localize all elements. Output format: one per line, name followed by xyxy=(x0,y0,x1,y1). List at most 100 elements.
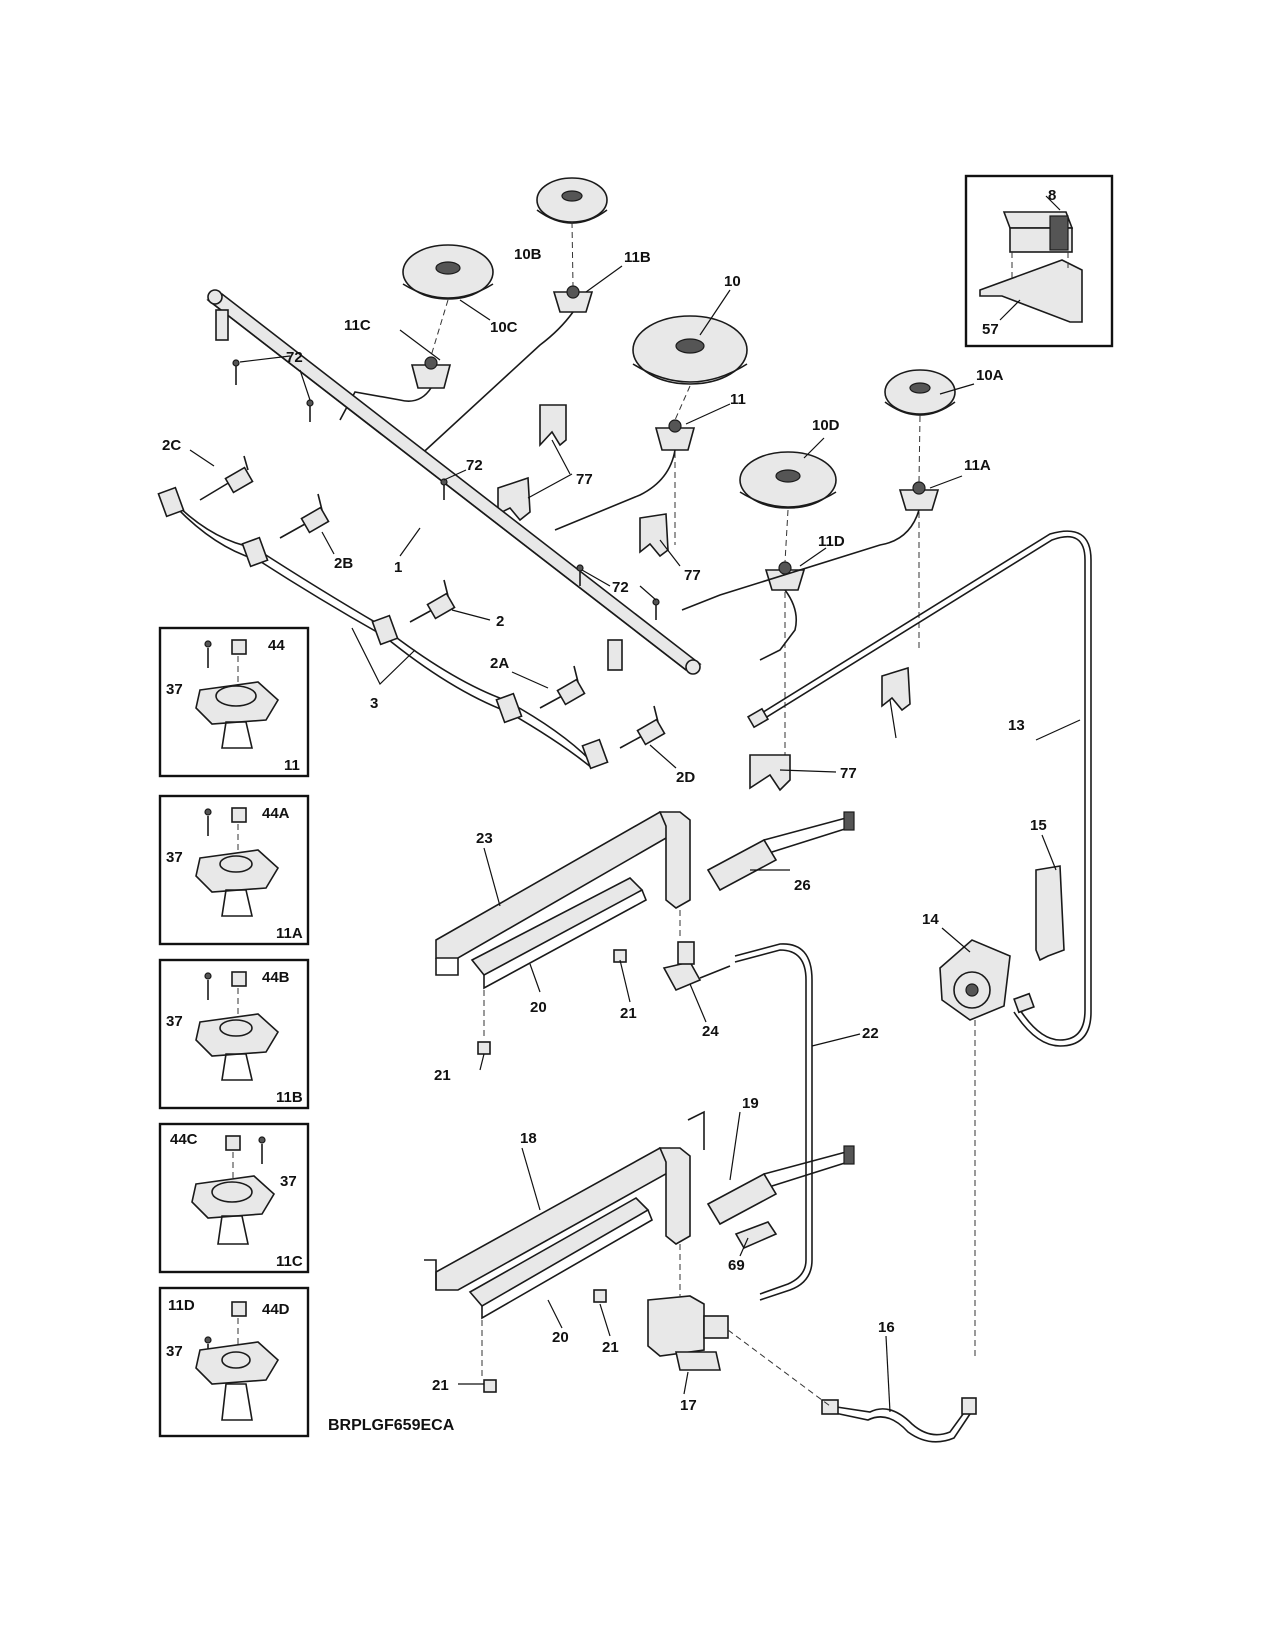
manifold-pipe-1 xyxy=(206,289,702,675)
regulator-14 xyxy=(939,939,1035,1021)
inset-11-label-37: 37 xyxy=(166,681,183,698)
inset-11A-tag: 11A xyxy=(276,925,303,942)
wire-harness-3 xyxy=(157,486,609,770)
burner-10D xyxy=(739,451,837,509)
label-17: 17 xyxy=(680,1397,697,1414)
inset-11C-label-37: 37 xyxy=(280,1173,297,1190)
bracket-69 xyxy=(734,1221,778,1250)
gas-tube-22 xyxy=(734,943,813,1301)
inset-11-tag: 11 xyxy=(284,757,300,774)
label-2D: 2D xyxy=(676,769,695,786)
label-10A: 10A xyxy=(976,367,1004,384)
valve-2 xyxy=(409,579,456,623)
label-10C: 10C xyxy=(490,319,518,336)
inset-11B: 44B 37 11B xyxy=(158,958,310,1110)
label-2A: 2A xyxy=(490,655,509,672)
label-10D: 10D xyxy=(812,417,840,434)
label-11B: 11B xyxy=(624,249,651,266)
model-code: BRPLGF659ECA xyxy=(328,1417,455,1434)
label-20-b: 20 xyxy=(552,1329,569,1346)
orifice-holder-24 xyxy=(662,941,731,992)
label-57: 57 xyxy=(982,321,999,338)
label-11: 11 xyxy=(730,391,746,408)
label-26: 26 xyxy=(794,877,811,894)
label-14: 14 xyxy=(922,911,939,928)
nut-21-lower xyxy=(483,1289,607,1393)
gas-tube-13 xyxy=(746,530,1092,1047)
valve-2A xyxy=(539,665,586,709)
burner-base-11C xyxy=(410,356,452,389)
inset-11D: 11D 44D 37 xyxy=(158,1286,310,1438)
label-77-c: 77 xyxy=(840,765,857,782)
screw-72 xyxy=(232,359,660,620)
heat-shield-20-upper xyxy=(470,877,648,990)
label-16: 16 xyxy=(878,1319,895,1336)
label-2C: 2C xyxy=(162,437,181,454)
bake-burner-18 xyxy=(424,1110,705,1291)
inset-11: 44 37 11 xyxy=(158,626,310,778)
label-21-b: 21 xyxy=(434,1067,451,1084)
inset-11B-label-44: 44B xyxy=(262,969,290,986)
label-15: 15 xyxy=(1030,817,1047,834)
igniter-19 xyxy=(706,1145,855,1226)
inset-11B-tag: 11B xyxy=(276,1089,303,1106)
label-21-a: 21 xyxy=(620,1005,637,1022)
valve-2C xyxy=(199,455,254,501)
label-8: 8 xyxy=(1048,187,1056,204)
label-1: 1 xyxy=(394,559,402,576)
gas-tube-16 xyxy=(821,1397,977,1443)
igniter-26 xyxy=(706,811,855,892)
bracket-77-c xyxy=(639,513,669,558)
burner-10A xyxy=(884,369,956,416)
inset-11D-label-37: 37 xyxy=(166,1343,183,1360)
label-69: 69 xyxy=(728,1257,745,1274)
label-77-b: 77 xyxy=(684,567,701,584)
burner-base-11 xyxy=(654,419,696,451)
burner-10 xyxy=(632,315,748,385)
label-13: 13 xyxy=(1008,717,1025,734)
bracket-57 xyxy=(979,259,1083,323)
inset-11A-label-37: 37 xyxy=(166,849,183,866)
inset-11D-tag: 11D xyxy=(168,1297,195,1314)
label-72-a: 72 xyxy=(286,349,303,366)
spark-module-8 xyxy=(1002,211,1074,253)
label-20-a: 20 xyxy=(530,999,547,1016)
label-11D: 11D xyxy=(818,533,845,550)
label-77-a: 77 xyxy=(576,471,593,488)
bracket-77-d xyxy=(881,666,911,712)
inset-11C-tag: 11C xyxy=(276,1253,303,1270)
inset-11C: 44C 37 11C xyxy=(158,1122,310,1274)
bracket-15 xyxy=(1035,865,1065,962)
broil-burner-23 xyxy=(435,811,691,976)
bracket-77-e xyxy=(749,754,791,792)
inset-11C-label-44: 44C xyxy=(170,1131,198,1148)
label-23: 23 xyxy=(476,830,493,847)
label-22: 22 xyxy=(862,1025,879,1042)
bracket-77-a xyxy=(539,404,567,448)
label-10B: 10B xyxy=(514,246,542,263)
burner-base-11B xyxy=(552,285,594,313)
inset-11-label-44: 44 xyxy=(268,637,285,654)
inset-11B-label-37: 37 xyxy=(166,1013,183,1030)
label-2: 2 xyxy=(496,613,504,630)
burner-base-11D xyxy=(764,561,806,591)
inset-11A: 44A 37 11A xyxy=(158,794,310,946)
label-24: 24 xyxy=(702,1023,719,1040)
safety-valve-17 xyxy=(647,1295,729,1371)
label-3: 3 xyxy=(370,695,378,712)
label-19: 19 xyxy=(742,1095,759,1112)
valve-2D xyxy=(619,705,666,749)
leader-lines xyxy=(189,265,1081,1413)
label-21-c: 21 xyxy=(602,1339,619,1356)
label-72-c: 72 xyxy=(612,579,629,596)
label-72-b: 72 xyxy=(466,457,483,474)
label-11A: 11A xyxy=(964,457,991,474)
label-21-d: 21 xyxy=(432,1377,449,1394)
burner-base-11A xyxy=(898,481,940,511)
label-2B: 2B xyxy=(334,555,353,572)
heat-shield-20-lower xyxy=(468,1197,654,1320)
label-11C: 11C xyxy=(344,317,371,334)
inset-igniter-switch: 8 57 xyxy=(964,174,1114,348)
inset-11D-label-44: 44D xyxy=(262,1301,290,1318)
